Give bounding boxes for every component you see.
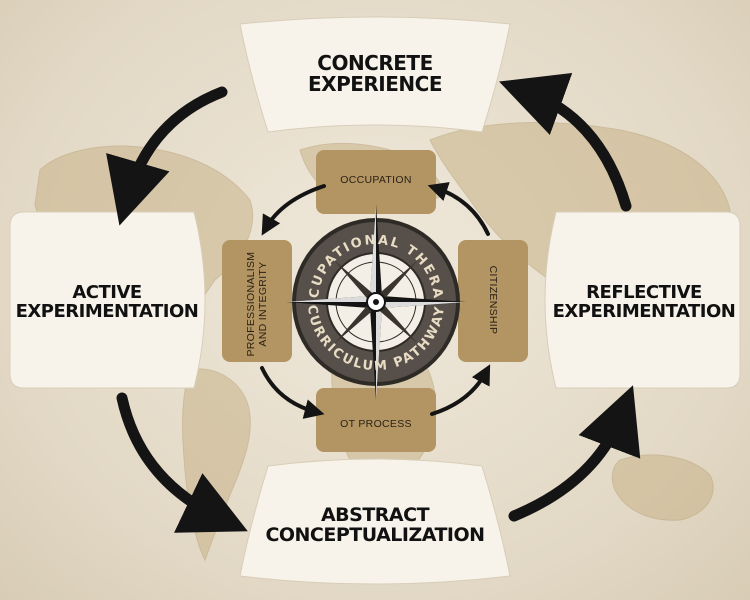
reflective-line1: REFLECTIVE	[586, 282, 702, 304]
inner-cycle-arrows	[260, 182, 491, 419]
concrete-experience-panel	[239, 16, 511, 133]
abstract-conceptualization-label: ABSTRACT CONCEPTUALIZATION	[256, 490, 494, 562]
ot-process-panel	[316, 388, 436, 452]
reflective-line2: EXPERIMENTATION	[552, 301, 736, 322]
arrow-citizenship-to-occupation	[427, 182, 490, 236]
arrow-reflective-to-concrete	[499, 72, 632, 212]
reflective-experimentation-panel	[544, 211, 741, 389]
compass-star	[286, 204, 466, 400]
professionalism-line1: PROFESSIONALISM	[244, 251, 257, 357]
arrow-concrete-to-active	[106, 86, 228, 226]
occupation-panel	[316, 150, 436, 214]
professionalism-panel	[222, 240, 292, 362]
abstract-line1: ABSTRACT	[320, 504, 430, 527]
arrow-otprocess-to-citizenship	[430, 364, 491, 416]
outer-cycle-arrows	[106, 72, 641, 533]
citizenship-label: CITIZENSHIP	[487, 265, 499, 335]
citizenship-panel	[458, 240, 528, 362]
concrete-experience-label: CONCRETE EXPERIENCE	[258, 38, 492, 110]
active-line1: ACTIVE	[72, 282, 142, 304]
active-experimentation-label: ACTIVE EXPERIMENTATION	[14, 258, 200, 348]
concrete-line1: CONCRETE	[317, 51, 433, 75]
active-experimentation-panel	[9, 211, 206, 389]
abstract-line2: CONCEPTUALIZATION	[265, 524, 485, 546]
concrete-line2: EXPERIENCE	[308, 72, 442, 96]
active-line2: EXPERIMENTATION	[15, 301, 199, 322]
professionalism-line2: AND INTEGRITY	[257, 261, 269, 347]
arrow-occupation-to-professionalism	[261, 184, 326, 236]
arrow-abstract-to-reflective	[508, 385, 641, 522]
arrow-professionalism-to-otprocess	[260, 366, 325, 419]
professionalism-label: PROFESSIONALISM AND INTEGRITY	[245, 244, 269, 364]
occupation-label: OCCUPATION	[340, 174, 412, 186]
abstract-conceptualization-panel	[239, 458, 511, 585]
reflective-experimentation-label: REFLECTIVE EXPERIMENTATION	[550, 258, 738, 348]
arrow-active-to-abstract	[116, 392, 248, 533]
ot-process-label: OT PROCESS	[340, 418, 412, 430]
